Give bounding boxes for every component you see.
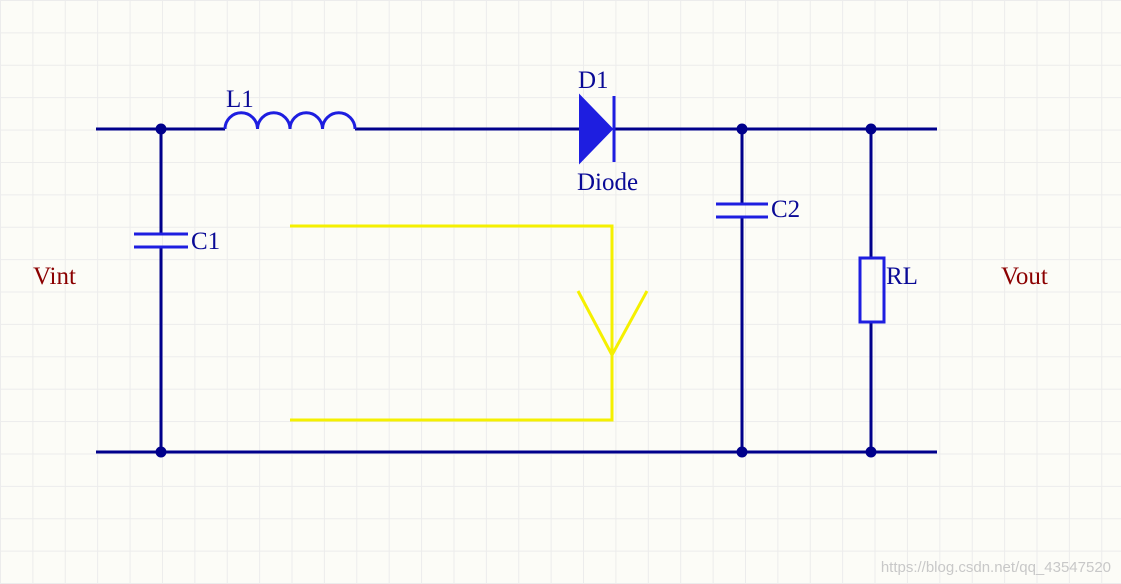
- label-diode: Diode: [577, 169, 638, 196]
- diode-triangle: [579, 93, 614, 165]
- current-arrow-head: [576, 290, 649, 359]
- label-rl: RL: [886, 263, 918, 290]
- junction-dot: [865, 123, 877, 135]
- junction-dot: [736, 446, 748, 458]
- label-vout: Vout: [1001, 263, 1048, 290]
- wires: [96, 127, 937, 454]
- inductor-l1-symbol: [223, 111, 357, 130]
- junction-dot: [736, 123, 748, 135]
- resistor-rl-symbol: [858, 256, 886, 324]
- diode-d1-symbol: [579, 93, 616, 165]
- junctions: [155, 123, 877, 458]
- current-path: [290, 224, 649, 422]
- capacitor-c2-symbol: [716, 202, 768, 219]
- label-c2: C2: [771, 196, 800, 223]
- watermark-text: https://blog.csdn.net/qq_43547520: [881, 559, 1111, 576]
- label-vin: Vint: [33, 263, 76, 290]
- current-loop: [290, 224, 614, 422]
- label-d1: D1: [578, 67, 609, 94]
- label-c1: C1: [191, 228, 220, 255]
- junction-dot: [155, 446, 167, 458]
- junction-dot: [865, 446, 877, 458]
- capacitor-c1-symbol: [134, 232, 188, 249]
- junction-dot: [155, 123, 167, 135]
- label-l1: L1: [226, 86, 254, 113]
